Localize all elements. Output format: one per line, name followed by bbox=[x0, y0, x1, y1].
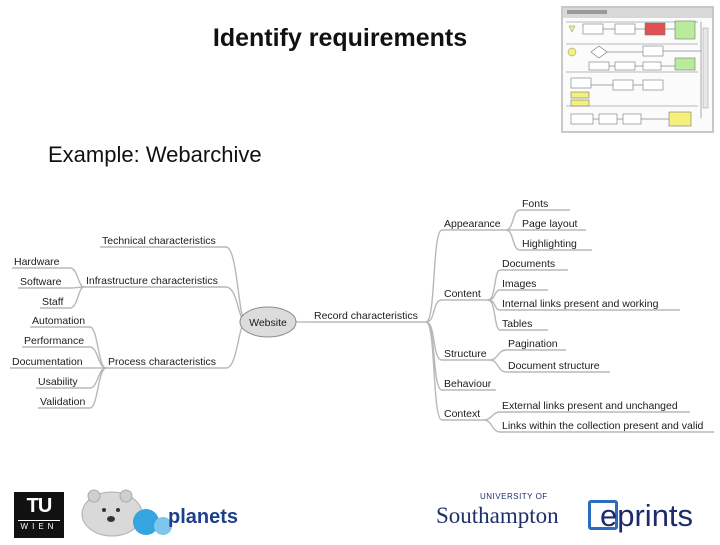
slide-title: Identify requirements bbox=[212, 24, 468, 52]
leaf-fonts: Fonts bbox=[522, 198, 548, 210]
leaf-links-within-collection: Links within the collection present and … bbox=[502, 420, 704, 432]
southampton-logo: UNIVERSITY OF Southampton bbox=[436, 492, 566, 536]
group-appearance: Appearance bbox=[444, 218, 501, 230]
tu-wien-logo-line2: WIEN bbox=[18, 520, 60, 533]
leaf-page-layout: Page layout bbox=[522, 218, 578, 230]
leaf-performance: Performance bbox=[24, 335, 84, 347]
leaf-document-structure: Document structure bbox=[508, 360, 600, 372]
workflow-diagram-icon bbox=[563, 8, 712, 127]
southampton-logo-line1: UNIVERSITY OF bbox=[480, 492, 548, 501]
group-infrastructure-characteristics: Infrastructure characteristics bbox=[86, 275, 218, 287]
eprints-logo-text: eprints bbox=[600, 498, 694, 533]
leaf-tables: Tables bbox=[502, 318, 532, 330]
workflow-thumbnail bbox=[561, 6, 714, 133]
group-technical-characteristics: Technical characteristics bbox=[102, 235, 216, 247]
southampton-logo-line2: Southampton bbox=[436, 503, 559, 528]
logo-footer: TU WIEN planets UNIVERSITY OF Southampto… bbox=[0, 480, 720, 540]
planets-logo-text: planets bbox=[168, 506, 239, 528]
leaf-hardware: Hardware bbox=[14, 256, 60, 268]
leaf-images: Images bbox=[502, 278, 536, 290]
leaf-automation: Automation bbox=[32, 315, 85, 327]
group-behaviour: Behaviour bbox=[444, 378, 492, 390]
leaf-validation: Validation bbox=[40, 396, 85, 408]
tu-wien-logo-line1: TU bbox=[26, 495, 53, 517]
leaf-highlighting: Highlighting bbox=[522, 238, 577, 250]
leaf-documents: Documents bbox=[502, 258, 555, 270]
mind-map: Website Technical characteristics Infras… bbox=[10, 198, 714, 433]
leaf-documentation: Documentation bbox=[12, 356, 83, 368]
central-node-shape bbox=[239, 306, 297, 338]
central-node-label: Website bbox=[249, 317, 287, 329]
group-content: Content bbox=[444, 288, 481, 300]
mind-map-underlines bbox=[10, 209, 714, 433]
leaf-usability: Usability bbox=[38, 376, 78, 388]
branch-record-characteristics: Record characteristics bbox=[314, 310, 418, 322]
leaf-staff: Staff bbox=[42, 296, 63, 308]
slide-subtitle: Example: Webarchive bbox=[48, 142, 262, 167]
bear-mascot-icon bbox=[81, 489, 172, 537]
leaf-pagination: Pagination bbox=[508, 338, 558, 350]
group-process-characteristics: Process characteristics bbox=[108, 356, 216, 368]
planets-logo: planets bbox=[76, 486, 246, 540]
group-context: Context bbox=[444, 408, 480, 420]
eprints-e-icon bbox=[588, 500, 618, 530]
leaf-external-links: External links present and unchanged bbox=[502, 400, 678, 412]
leaf-software: Software bbox=[20, 276, 62, 288]
group-structure: Structure bbox=[444, 348, 487, 360]
leaf-internal-links: Internal links present and working bbox=[502, 298, 659, 310]
eprints-logo: eprints bbox=[588, 492, 708, 536]
tu-wien-logo: TU WIEN bbox=[14, 492, 64, 538]
mind-map-connectors bbox=[69, 209, 521, 433]
